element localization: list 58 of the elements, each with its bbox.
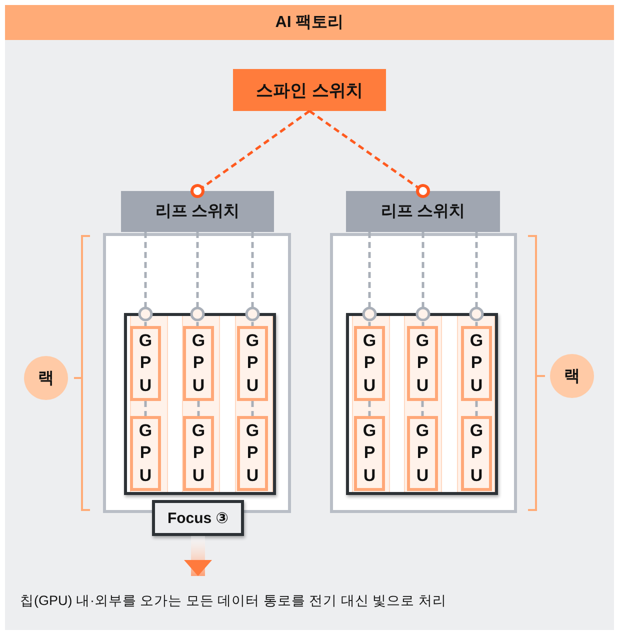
connector-line xyxy=(475,401,478,416)
gpu-chip xyxy=(130,326,161,401)
gpu-chip xyxy=(183,326,214,401)
connector-line xyxy=(368,401,371,416)
chip-label: GPU xyxy=(244,420,260,487)
leaf-switch-box xyxy=(346,191,500,232)
connector-line xyxy=(245,232,260,326)
chip-label: GPU xyxy=(468,330,484,397)
leaf-switch-box xyxy=(121,191,274,232)
connector-line xyxy=(138,232,153,326)
gpu-tray xyxy=(124,313,276,495)
chip-label: GPU xyxy=(414,330,430,397)
gpu-chip xyxy=(183,416,214,491)
switch-label: 리프 스위치 xyxy=(380,202,466,222)
chip-label: GPU xyxy=(244,330,260,397)
connector-line xyxy=(190,110,310,198)
rack-tag-circle xyxy=(550,354,594,398)
gpu-tray xyxy=(346,313,498,495)
connector-line xyxy=(144,401,147,416)
gpu-chip xyxy=(461,326,492,401)
rack-label: 랙 xyxy=(38,368,54,388)
panel-background xyxy=(5,5,614,630)
rack-label: 랙 xyxy=(564,366,580,386)
focus-label: Focus ③ xyxy=(167,509,229,527)
connector-line xyxy=(416,232,430,326)
caption-text: 칩(GPU) 내·외부를 오가는 모든 데이터 통로를 전기 대신 빛으로 처리 xyxy=(20,592,448,610)
chip-label: GPU xyxy=(362,330,378,397)
gpu-chip xyxy=(354,416,385,491)
chip-label: GPU xyxy=(414,420,430,487)
chip-label: GPU xyxy=(138,420,154,487)
gpu-chip xyxy=(237,416,268,491)
connector-line xyxy=(251,401,254,416)
chip-label: GPU xyxy=(362,420,378,487)
rack-frame xyxy=(103,233,291,513)
connector-line xyxy=(362,232,377,326)
gpu-chip xyxy=(407,416,438,491)
switch-label: 리프 스위치 xyxy=(155,202,240,222)
gpu-chip xyxy=(130,416,161,491)
connector-line xyxy=(308,110,430,198)
connector-line xyxy=(421,401,424,416)
arrow xyxy=(184,536,212,576)
spine-switch-box xyxy=(233,69,386,111)
connector-line xyxy=(190,232,205,326)
rack-tag-circle xyxy=(24,356,68,400)
connector-line xyxy=(469,232,484,326)
chip-label: GPU xyxy=(468,420,484,487)
connector-line xyxy=(197,401,200,416)
rack-frame xyxy=(330,233,517,513)
focus-box xyxy=(152,500,244,536)
gpu-chip xyxy=(354,326,385,401)
gpu-chip xyxy=(237,326,268,401)
panel-title: AI 팩토리 xyxy=(5,5,614,40)
switch-label: 스파인 스위치 xyxy=(256,80,363,102)
gpu-chip xyxy=(461,416,492,491)
chip-label: GPU xyxy=(138,330,154,397)
chip-label: GPU xyxy=(190,330,206,397)
gpu-chip xyxy=(407,326,438,401)
chip-label: GPU xyxy=(190,420,206,487)
